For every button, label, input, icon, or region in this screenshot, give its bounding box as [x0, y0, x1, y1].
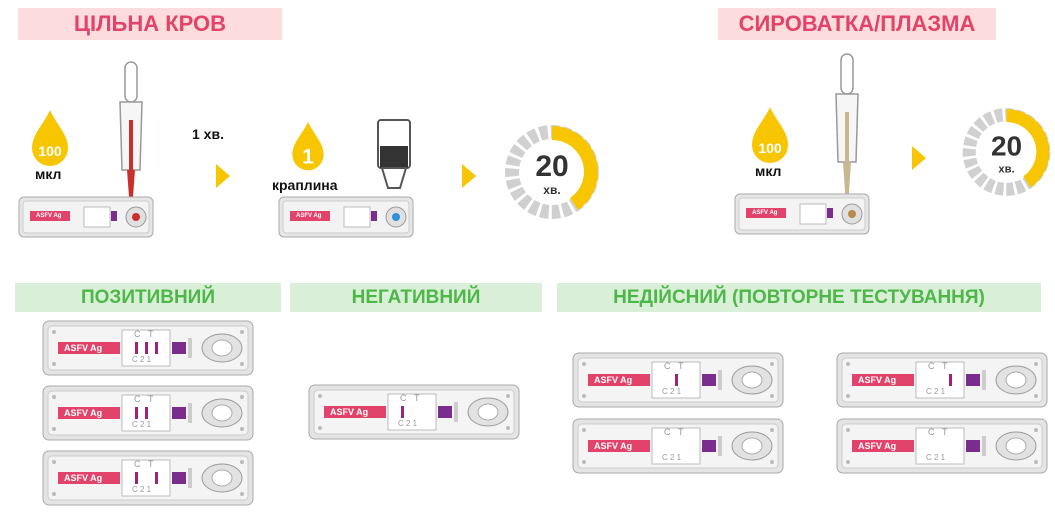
blood-volume-text: 100 [38, 143, 62, 159]
header-negative: НЕГАТИВНИЙ [290, 283, 542, 312]
cassette-label: ASFV Ag [858, 375, 897, 385]
cassette-digits: C 2 1 [662, 453, 682, 462]
cassette-ct-marks: C T [400, 393, 420, 403]
cassette-invalid-3: ASFV Ag C T C 2 1 [836, 352, 1048, 408]
test-line [135, 342, 138, 354]
cassette-ct-marks: C T [134, 459, 154, 469]
cassette-label: ASFV Ag [64, 408, 103, 418]
cassette-digits: C 2 1 [926, 453, 946, 462]
cassette-label: ASFV Ag [752, 210, 778, 216]
pipette-icon-serum [835, 53, 859, 207]
drop-icon-100-serum: 100 [752, 107, 788, 163]
test-line [949, 374, 952, 386]
timer2-value-text: 20 [991, 131, 1022, 162]
test-line [135, 472, 138, 484]
cassette-label: ASFV Ag [330, 407, 369, 417]
arrow-icon-1 [216, 164, 230, 188]
cassette-ct-marks: C T [134, 329, 154, 339]
serum-unit-label: мкл [755, 163, 782, 179]
timer-value-text: 20 [535, 150, 568, 183]
cassette-step2: ASFV Ag [278, 196, 414, 238]
cassette-label: ASFV Ag [64, 473, 103, 483]
wait-time-label: 1 хв. [192, 126, 224, 142]
serum-volume-text: 100 [758, 140, 782, 156]
timer-icon-2: 20 хв. [962, 108, 1051, 196]
arrow-icon-3 [912, 146, 926, 170]
cassette-label: ASFV Ag [64, 343, 103, 353]
cassette-invalid-4: ASFV Ag C T C 2 1 [836, 418, 1048, 474]
drop-count-text: 1 [302, 145, 314, 168]
cassette-step1: ASFV Ag [18, 196, 154, 238]
cassette-ct-marks: C T [928, 361, 948, 371]
cassette-invalid-1: ASFV Ag C T C 2 1 [572, 352, 784, 408]
drop-icon-1: 1 [292, 121, 324, 171]
header-whole-blood: ЦІЛЬНА КРОВ [18, 8, 282, 40]
blood-unit-label: мкл [35, 166, 62, 182]
cassette-positive-1: ASFV Ag C T C 2 1 [42, 320, 254, 376]
cassette-negative: ASFV Ag C T C 2 1 [308, 384, 520, 440]
timer-unit-text: хв. [543, 183, 560, 197]
cassette-positive-2: ASFV Ag C T C 2 1 [42, 385, 254, 441]
cassette-ct-marks: C T [664, 427, 684, 437]
cassette-invalid-2: ASFV Ag C T C 2 1 [572, 418, 784, 474]
cassette-ct-marks: C T [928, 427, 948, 437]
cassette-label: ASFV Ag [594, 441, 633, 451]
cassette-digits: C 2 1 [132, 355, 152, 364]
pipette-icon-blood [119, 61, 143, 210]
test-line [145, 407, 148, 419]
test-line [155, 342, 158, 354]
cassette-ct-marks: C T [664, 361, 684, 371]
timer-icon-1: 20 хв. [505, 125, 599, 219]
test-line [155, 472, 158, 484]
test-line [401, 406, 404, 418]
test-line [675, 374, 678, 386]
test-line [145, 342, 148, 354]
header-serum-plasma: СИРОВАТКА/ПЛАЗМА [718, 8, 996, 40]
drop-icon-100-blood: 100 [32, 110, 68, 166]
test-line [135, 407, 138, 419]
header-positive: ПОЗИТИВНИЙ [15, 283, 281, 312]
arrow-icon-2 [462, 164, 476, 188]
cassette-ct-marks: C T [134, 394, 154, 404]
header-invalid: НЕДІЙСНИЙ (ПОВТОРНЕ ТЕСТУВАННЯ) [557, 283, 1041, 312]
cassette-label: ASFV Ag [36, 213, 62, 219]
cassette-label: ASFV Ag [858, 441, 897, 451]
timer2-unit-text: хв. [998, 164, 1014, 176]
cassette-label: ASFV Ag [296, 213, 322, 219]
drop-unit-label: краплина [272, 177, 338, 193]
cassette-serum: ASFV Ag [734, 193, 870, 235]
cassette-digits: C 2 1 [132, 420, 152, 429]
cassette-label: ASFV Ag [594, 375, 633, 385]
cassette-positive-3: ASFV Ag C T C 2 1 [42, 450, 254, 506]
cassette-digits: C 2 1 [926, 387, 946, 396]
cassette-digits: C 2 1 [132, 485, 152, 494]
cassette-digits: C 2 1 [398, 419, 418, 428]
cassette-digits: C 2 1 [662, 387, 682, 396]
